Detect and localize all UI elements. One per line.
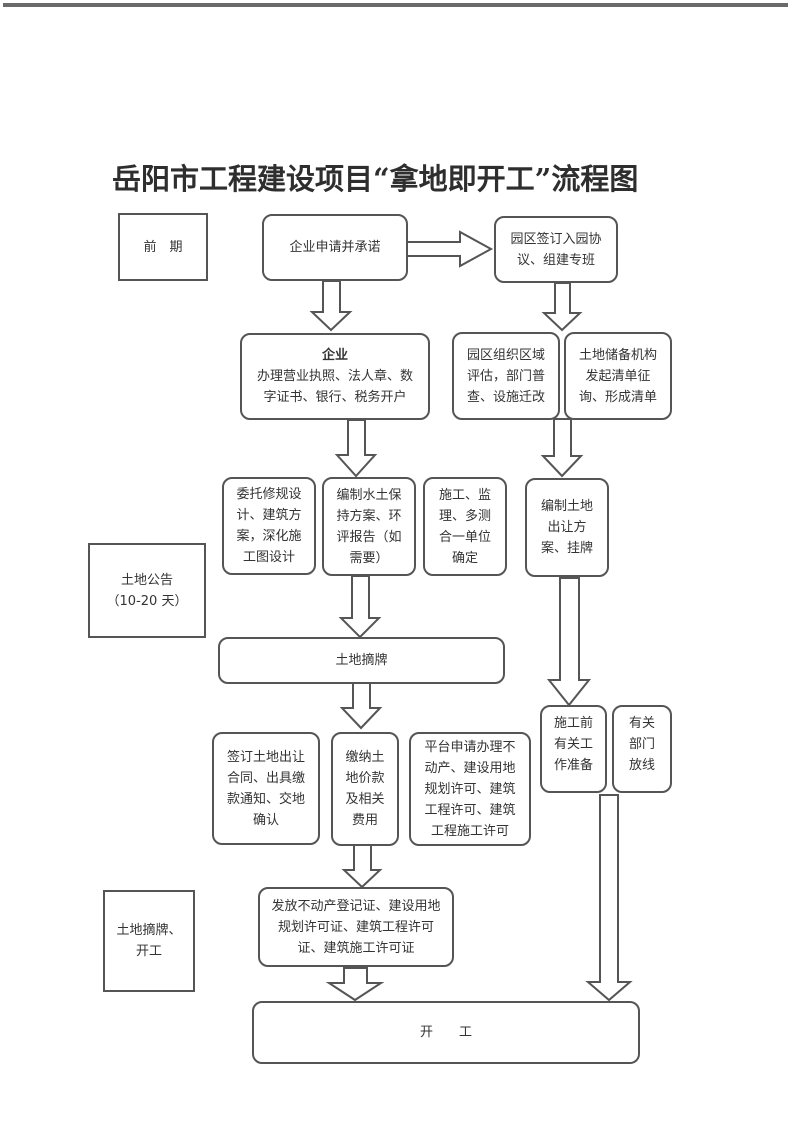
stage-delisting-start-label: 土地摘牌、 开工: [116, 923, 182, 959]
arrow-certificates-to-start: [325, 967, 385, 1002]
node-apply-label: 企业申请并承诺: [289, 240, 381, 255]
node-units-label: 施工、监 理、多测 合一单位 确定: [438, 487, 491, 566]
node-transfer-plan: 编制土地 出让方 案、挂牌: [525, 478, 609, 577]
node-delisting: 土地摘牌: [218, 637, 505, 684]
top-border-line: [3, 3, 788, 7]
arrow-delisting-to-payment: [339, 682, 383, 730]
node-payment: 缴纳土 地价款 及相关 费用: [331, 732, 399, 846]
page-title: 岳阳市工程建设项目“拿地即开工”流程图: [112, 162, 639, 196]
node-prep-label: 施工前 有关工 作准备: [553, 716, 593, 773]
node-certificates: 发放不动产登记证、建设用地 规划许可证、建筑工程许可 证、建筑施工许可证: [258, 887, 454, 967]
arrow-payment-to-certificates: [341, 844, 383, 889]
node-soil-plan: 编制水土保 持方案、环 评报告（如 需要）: [322, 477, 416, 576]
stage-early-label: 前 期: [143, 239, 183, 255]
arrow-park-to-evaluation: [541, 282, 583, 332]
stage-early: 前 期: [118, 213, 208, 281]
stage-delisting-start: 土地摘牌、 开工: [103, 890, 195, 992]
node-park-evaluation: 园区组织区域 评估，部门普 查、设施迁改: [452, 332, 560, 420]
arrow-soil-to-delisting: [338, 575, 382, 639]
node-enterprise: 企业 办理营业执照、法人章、数 字证书、银行、税务开户: [240, 333, 430, 420]
arrow-enterprise-to-soil: [334, 419, 378, 478]
node-park-agreement-label: 园区签订入园协 议、组建专班: [510, 231, 602, 268]
node-transfer-plan-label: 编制土地 出让方 案、挂牌: [540, 499, 593, 556]
node-delisting-label: 土地摘牌: [335, 653, 388, 668]
arrow-apply-to-enterprise: [309, 280, 353, 332]
arrow-prep-to-start: [585, 794, 633, 1002]
node-payment-label: 缴纳土 地价款 及相关 费用: [345, 750, 385, 828]
node-park-evaluation-label: 园区组织区域 评估，部门普 查、设施迁改: [466, 347, 545, 405]
node-start: 开 工: [252, 1001, 640, 1064]
node-contract-label: 签订土地出让 合同、出具缴 款通知、交地 确认: [226, 749, 305, 828]
arrow-apply-to-park: [406, 230, 494, 268]
stage-announcement: 土地公告 （10-20 天）: [88, 543, 206, 638]
node-layout: 有关 部门 放线: [612, 705, 672, 793]
node-start-label: 开 工: [419, 1025, 472, 1040]
node-platform: 平台申请办理不 动产、建设用地 规划许可、建筑 工程许可、建筑 工程施工许可: [409, 732, 531, 846]
node-design: 委托修规设 计、建筑方 案，深化施 工图设计: [222, 477, 316, 575]
node-contract: 签订土地出让 合同、出具缴 款通知、交地 确认: [212, 732, 320, 845]
node-apply: 企业申请并承诺: [262, 214, 408, 281]
node-soil-plan-label: 编制水土保 持方案、环 评报告（如 需要）: [336, 487, 402, 566]
node-certificates-label: 发放不动产登记证、建设用地 规划许可证、建筑工程许可 证、建筑施工许可证: [271, 898, 441, 956]
stage-announcement-label: 土地公告 （10-20 天）: [106, 572, 188, 609]
node-land-reserve-label: 土地储备机构 发起清单征 询、形成清单: [578, 347, 657, 405]
node-platform-label: 平台申请办理不 动产、建设用地 规划许可、建筑 工程许可、建筑 工程施工许可: [424, 739, 516, 839]
node-park-agreement: 园区签订入园协 议、组建专班: [494, 216, 618, 283]
node-design-label: 委托修规设 计、建筑方 案，深化施 工图设计: [236, 487, 302, 565]
node-enterprise-body: 办理营业执照、法人章、数 字证书、银行、税务开户: [256, 369, 413, 405]
arrow-transfer-to-prep: [546, 577, 592, 707]
node-land-reserve: 土地储备机构 发起清单征 询、形成清单: [564, 332, 672, 420]
node-layout-label: 有关 部门 放线: [628, 716, 655, 773]
node-units: 施工、监 理、多测 合一单位 确定: [423, 477, 507, 576]
node-enterprise-text: 企业 办理营业执照、法人章、数 字证书、银行、税务开户: [257, 345, 413, 408]
node-enterprise-title: 企业: [321, 348, 348, 363]
arrow-evaluation-to-transfer: [540, 418, 584, 478]
node-prep: 施工前 有关工 作准备: [540, 705, 607, 793]
